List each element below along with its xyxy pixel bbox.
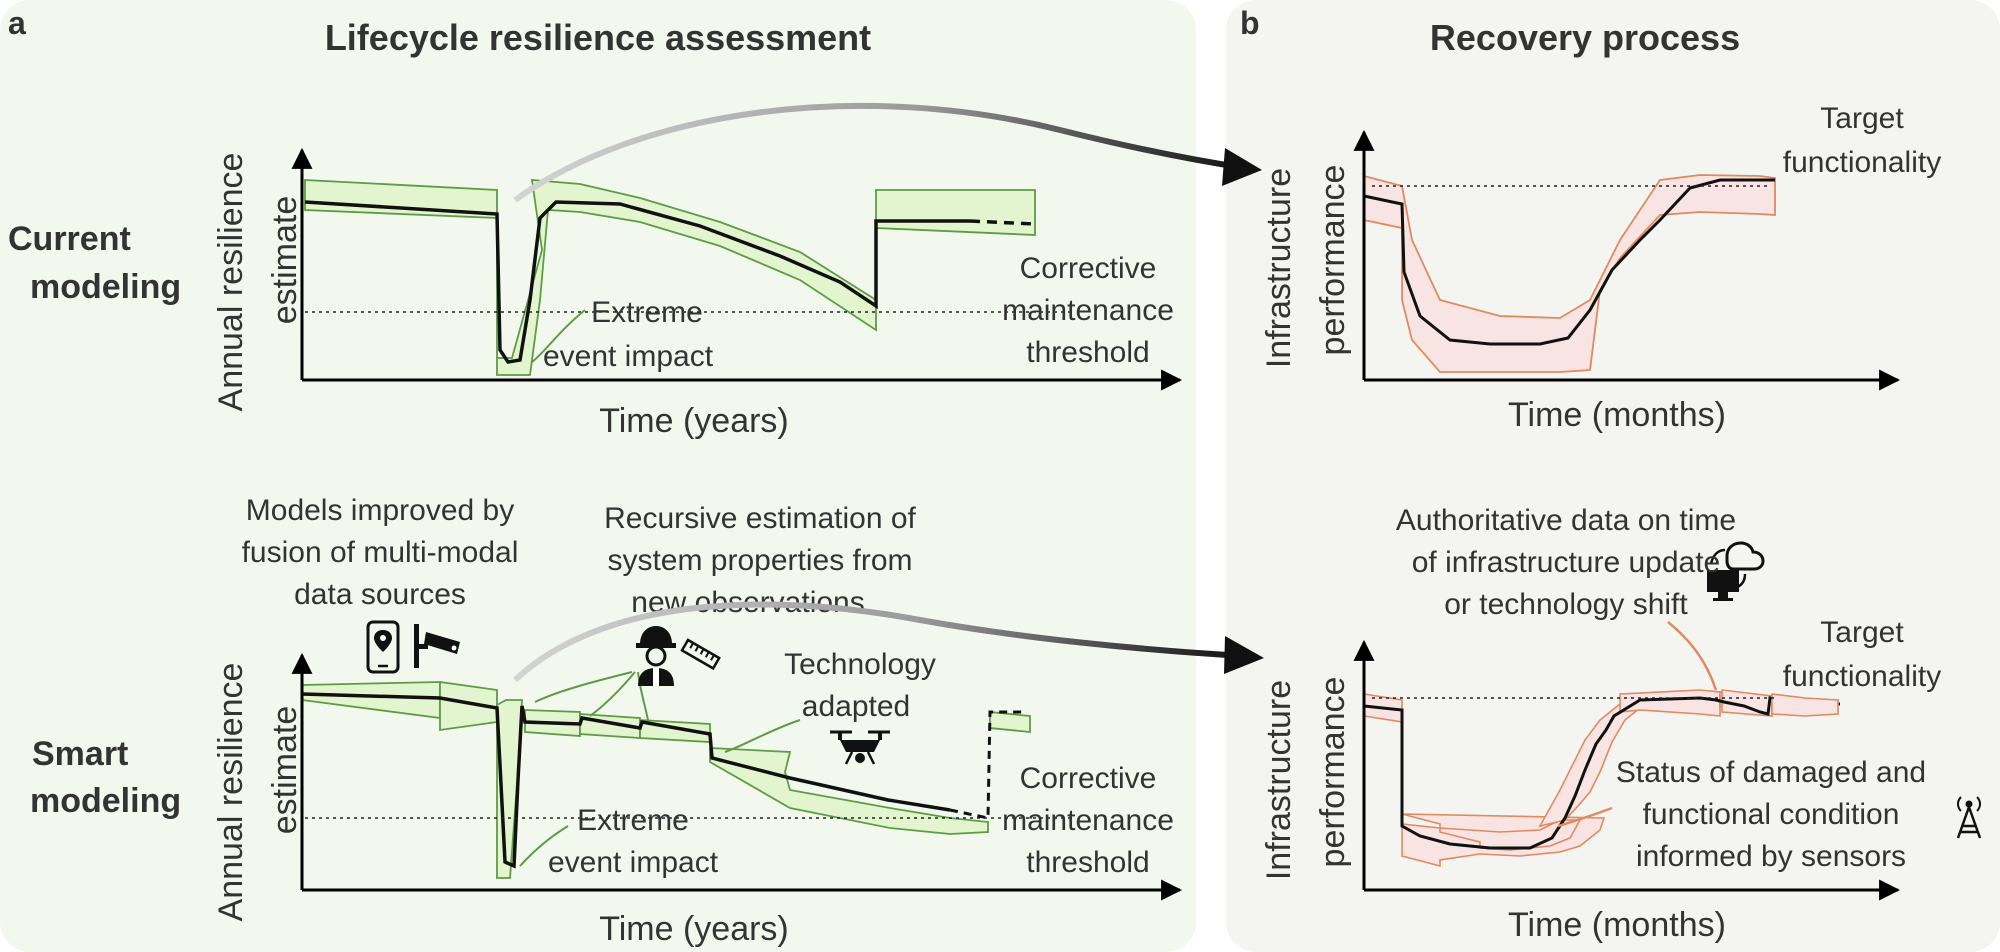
recursive-callout-2 xyxy=(589,671,636,717)
current-event-callout xyxy=(531,309,586,363)
annotation-technology-line2: adapted xyxy=(802,690,910,723)
recovery-top-ylabel-line1: Infrastructure xyxy=(1260,168,1298,368)
recursive-callout-1 xyxy=(534,671,633,703)
recovery-bottom-band-7 xyxy=(1771,693,1839,717)
annotation-sensors-line3: informed by sensors xyxy=(1636,840,1906,873)
smart-ylabel-line2: estimate xyxy=(266,706,304,835)
recovery-top-ylabel-line2: performance xyxy=(1314,165,1352,356)
annotation-authoritative-line3: or technology shift xyxy=(1444,588,1688,621)
recovery-bottom-chart: Infrastructure performance Time (months)… xyxy=(1260,504,1941,944)
recursive-callout-3 xyxy=(637,671,649,721)
row-label-smart-line2: modeling xyxy=(30,782,181,820)
current-modeling-chart: Current modeling Annual resilience estim… xyxy=(8,147,1183,440)
recovery-bottom-ylabel-line1: Infrastructure xyxy=(1260,680,1298,880)
panel-b-letter: b xyxy=(1240,5,1260,41)
drone-icon xyxy=(830,730,890,765)
panel-a-title: Lifecycle resilience assessment xyxy=(325,17,871,58)
security-camera-icon xyxy=(414,624,460,668)
current-event-label-line2: event impact xyxy=(543,340,714,373)
recovery-top-xlabel: Time (months) xyxy=(1508,396,1726,434)
current-threshold-label-line3: threshold xyxy=(1026,336,1149,369)
recovery-top-uncertainty-band xyxy=(1363,174,1776,373)
connector-arrowhead-top xyxy=(1222,148,1262,186)
smart-threshold-label-line1: Corrective xyxy=(1020,762,1157,795)
smart-band-segment-7 xyxy=(989,711,1031,733)
current-threshold-label-line1: Corrective xyxy=(1020,252,1157,285)
worker-icon xyxy=(636,626,676,686)
annotation-authoritative-line2: of infrastructure update xyxy=(1412,546,1721,579)
computer-cloud-sync-icon xyxy=(1707,541,1765,601)
row-label-smart-line1: Smart xyxy=(32,735,128,773)
current-projection-line xyxy=(969,219,1036,226)
connector-arrowhead-bottom xyxy=(1224,636,1264,674)
annotation-technology-line1: Technology xyxy=(784,648,936,681)
current-xlabel: Time (years) xyxy=(599,402,789,440)
annotation-models-line1: Models improved by xyxy=(246,494,514,527)
authoritative-callout xyxy=(1667,621,1718,691)
annotation-models-line3: data sources xyxy=(294,578,466,611)
annotation-sensors-line1: Status of damaged and xyxy=(1616,756,1926,789)
smart-modeling-chart: Smart modeling Annual resilience estimat… xyxy=(30,494,1183,948)
current-event-label-line1: Extreme xyxy=(591,296,703,329)
smartphone-location-icon xyxy=(366,620,400,674)
smart-ylabel-line1: Annual resilience xyxy=(212,663,250,922)
recovery-bottom-target-line1: Target xyxy=(1820,616,1904,649)
annotation-authoritative-line1: Authoritative data on time xyxy=(1396,504,1736,537)
recovery-bottom-curve xyxy=(1363,696,1840,850)
smart-xlabel: Time (years) xyxy=(599,910,789,948)
annotation-recursive-line1: Recursive estimation of xyxy=(604,502,916,535)
current-estimate-line xyxy=(304,200,970,364)
smart-projection-line xyxy=(949,710,1025,820)
recovery-bottom-band-6 xyxy=(1721,689,1773,717)
recovery-top-target-line1: Target xyxy=(1820,102,1904,135)
recovery-top-target-line2: functionality xyxy=(1783,146,1941,179)
ruler-icon xyxy=(680,638,721,671)
annotation-sensors-line2: functional condition xyxy=(1643,798,1900,831)
cell-tower-icon xyxy=(1956,796,1982,839)
smart-threshold-label-line2: maintenance xyxy=(1002,804,1174,837)
smart-estimate-line xyxy=(301,692,951,869)
row-label-current-line2: modeling xyxy=(30,268,181,306)
recovery-top-curve xyxy=(1363,178,1775,346)
connector-arrow-top xyxy=(513,102,1246,203)
recovery-bottom-ylabel-line2: performance xyxy=(1314,677,1352,868)
recovery-bottom-xlabel: Time (months) xyxy=(1508,906,1726,944)
smart-band-segment-6 xyxy=(709,747,989,835)
row-label-current-line1: Current xyxy=(8,220,131,258)
smart-event-callout xyxy=(519,825,569,867)
panel-b-title: Recovery process xyxy=(1430,17,1740,58)
connector-arrow-bottom xyxy=(512,601,1246,683)
current-threshold-label-line2: maintenance xyxy=(1002,294,1174,327)
current-ylabel-line2: estimate xyxy=(266,196,304,325)
panel-a-letter: a xyxy=(8,5,26,41)
smart-event-label-line2: event impact xyxy=(548,846,719,879)
recovery-top-chart: Infrastructure performance Time (months)… xyxy=(1260,102,1941,434)
smart-event-label-line1: Extreme xyxy=(577,804,689,837)
annotation-models-line2: fusion of multi-modal xyxy=(242,536,519,569)
technology-callout xyxy=(724,719,801,753)
panel-a-background xyxy=(0,0,1196,952)
recovery-bottom-target-line2: functionality xyxy=(1783,660,1941,693)
sensors-callout xyxy=(1557,806,1613,828)
current-ylabel-line1: Annual resilience xyxy=(212,153,250,412)
annotation-recursive-line2: system properties from xyxy=(607,544,912,577)
smart-threshold-label-line3: threshold xyxy=(1026,846,1149,879)
